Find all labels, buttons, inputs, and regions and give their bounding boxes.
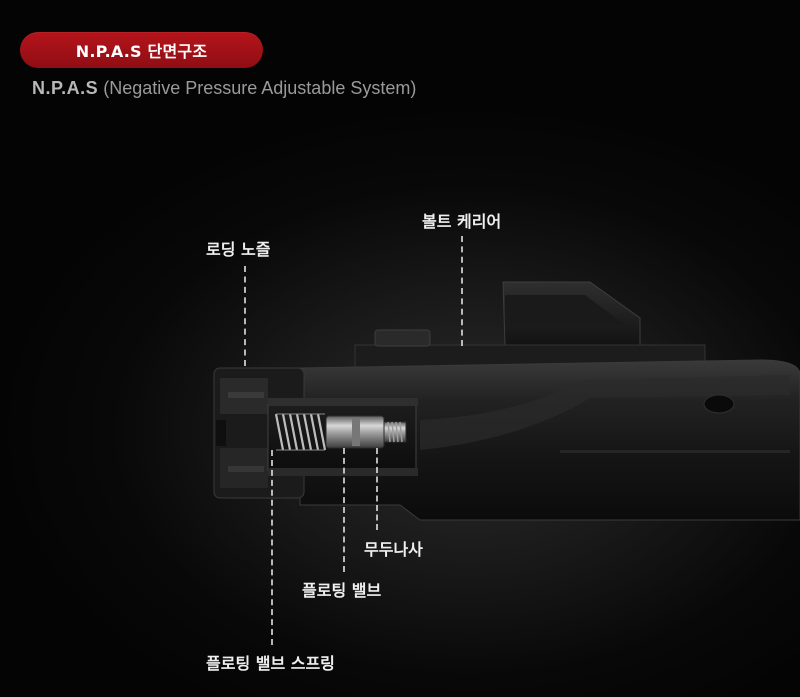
leader-floating-valve-spring: [271, 450, 273, 645]
section-title-text: N.P.A.S 단면구조: [75, 42, 208, 61]
subtitle-acronym: N.P.A.S: [32, 78, 99, 98]
label-floating-valve: 플로팅 밸브: [302, 581, 382, 600]
leader-loading-nozzle: [244, 266, 246, 366]
bolt-carrier-top-rail: [354, 281, 706, 368]
bolt-carrier-body: [299, 359, 800, 521]
label-bolt-carrier: 볼트 케리어: [422, 212, 502, 231]
subtitle-expansion: (Negative Pressure Adjustable System): [98, 78, 417, 98]
label-loading-nozzle: 로딩 노즐: [206, 240, 271, 259]
leader-floating-valve: [343, 448, 345, 572]
set-screw-part: [387, 421, 403, 443]
subtitle: N.P.A.S (Negative Pressure Adjustable Sy…: [32, 78, 416, 99]
leader-bolt-carrier: [461, 236, 463, 346]
section-title-badge: N.P.A.S 단면구조: [20, 32, 263, 68]
floating-valve-part: [325, 415, 407, 449]
floating-valve-spring-part: [274, 413, 327, 451]
leader-set-screw: [376, 448, 378, 530]
label-floating-valve-spring: 플로팅 밸브 스프링: [206, 654, 335, 673]
label-set-screw: 무두나사: [364, 540, 423, 559]
